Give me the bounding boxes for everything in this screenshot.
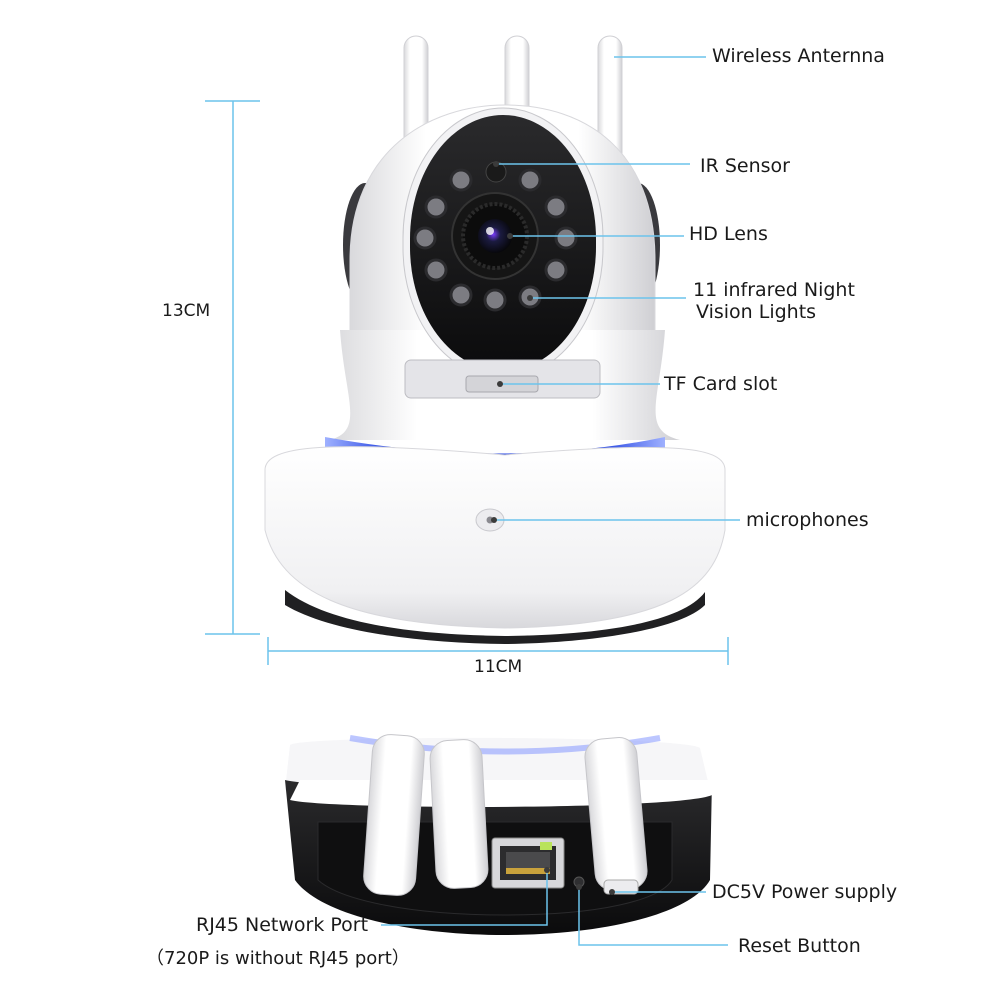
rj45-label: RJ45 Network Port xyxy=(196,914,369,936)
rear-view-camera xyxy=(285,734,712,935)
width-dimension-line xyxy=(267,637,729,665)
hd-lens-label: HD Lens xyxy=(689,223,768,245)
hd-lens xyxy=(451,192,539,280)
microphone-label: microphones xyxy=(746,509,869,531)
ir-lights-label-line1: 11 infrared Night xyxy=(693,279,855,301)
leader-lines xyxy=(381,56,740,946)
leader-dots xyxy=(491,161,615,895)
antenna-label: Wireless Anternna xyxy=(712,45,885,67)
camera-base xyxy=(264,446,726,644)
width-label: 11CM xyxy=(474,657,523,677)
ir-lights-label-line2: Vision Lights xyxy=(696,301,817,323)
rj45-note: （720P is without RJ45 port） xyxy=(146,948,410,969)
reset-button-label: Reset Button xyxy=(738,935,861,957)
height-label: 13CM xyxy=(162,301,211,321)
tf-slot-label: TF Card slot xyxy=(664,373,778,395)
height-dimension-line xyxy=(205,100,260,635)
ir-sensor-label: IR Sensor xyxy=(700,155,790,177)
ir-led-ring xyxy=(413,168,578,312)
power-supply-label: DC5V Power supply xyxy=(712,881,898,903)
